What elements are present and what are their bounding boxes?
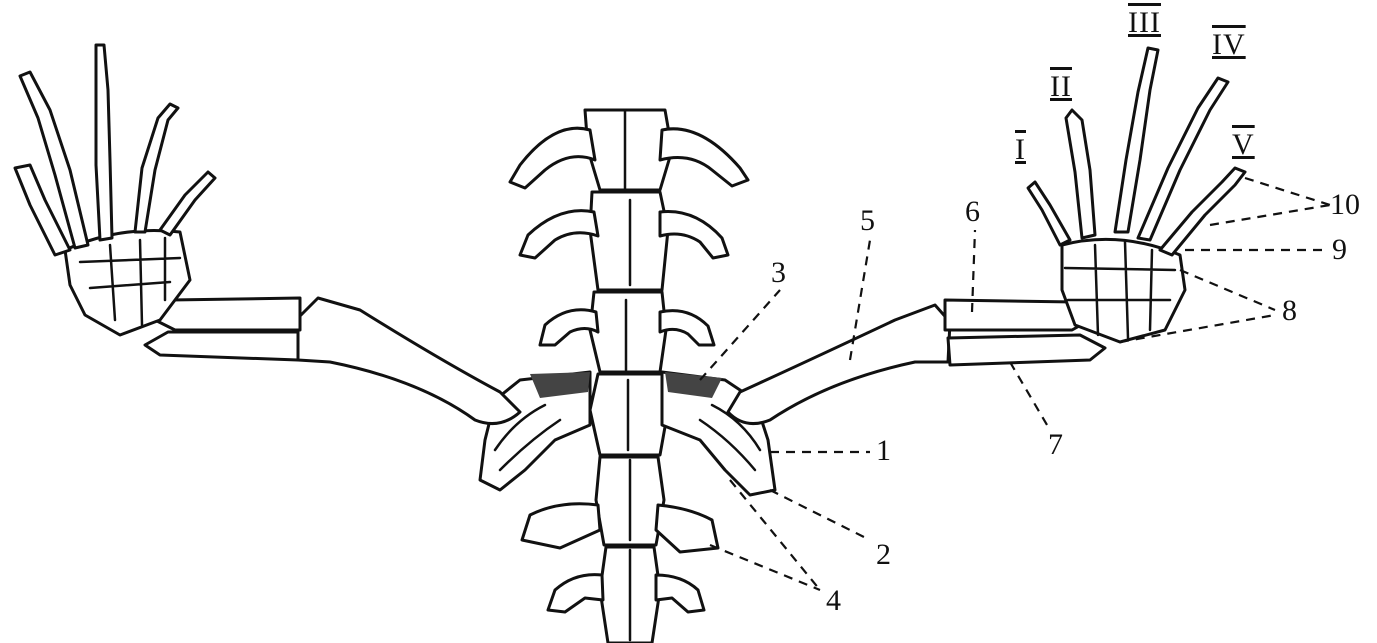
left-ulna	[145, 332, 298, 360]
vertebra-6-right-process	[656, 575, 704, 612]
vertebra-3	[590, 292, 666, 372]
vertebra-1-right-process	[660, 129, 748, 186]
right-finger-4	[1138, 78, 1228, 240]
vertebra-1-left-process	[510, 128, 595, 188]
label-2: 2	[876, 540, 891, 570]
label-9: 9	[1332, 235, 1347, 265]
label-10: 10	[1330, 190, 1360, 220]
label-8: 8	[1282, 296, 1297, 326]
right-ulna	[948, 335, 1105, 365]
vertebra-6-left-process	[548, 575, 603, 612]
digit-label-II: II	[1050, 72, 1072, 102]
left-finger-5	[160, 172, 215, 235]
right-humerus	[728, 305, 950, 424]
vertebra-3-left-process	[540, 310, 598, 345]
vertebra-1	[585, 110, 672, 190]
right-finger-2	[1066, 110, 1095, 238]
leader-4a	[730, 480, 820, 590]
left-humerus	[298, 298, 520, 424]
vertebra-3-right-process	[660, 311, 714, 345]
digit-label-III: III	[1128, 8, 1161, 38]
vertebra-2-right-process	[660, 212, 728, 258]
leader-4b	[710, 545, 820, 590]
digit-label-I: I	[1015, 135, 1026, 165]
label-6: 6	[965, 197, 980, 227]
right-forelimb	[728, 48, 1245, 424]
right-carpus	[1062, 239, 1185, 342]
label-3: 3	[771, 258, 786, 288]
leader-10b	[1210, 205, 1330, 225]
label-4: 4	[826, 586, 841, 616]
vertebra-5-right-process	[656, 505, 718, 552]
leader-7	[1010, 362, 1050, 430]
digit-label-V: V	[1232, 130, 1255, 160]
label-7: 7	[1048, 430, 1063, 460]
vertebra-2-left-process	[520, 211, 598, 258]
leader-8a	[1180, 270, 1275, 310]
left-finger-3	[96, 45, 112, 240]
leader-2	[770, 490, 870, 540]
vertebra-5-left-process	[522, 504, 600, 548]
right-finger-1	[1028, 182, 1070, 245]
label-5: 5	[860, 206, 875, 236]
left-forelimb	[15, 45, 520, 424]
label-1: 1	[876, 436, 891, 466]
leader-10a	[1245, 178, 1330, 205]
digit-label-IV: IV	[1212, 30, 1246, 60]
left-radius	[155, 298, 300, 330]
